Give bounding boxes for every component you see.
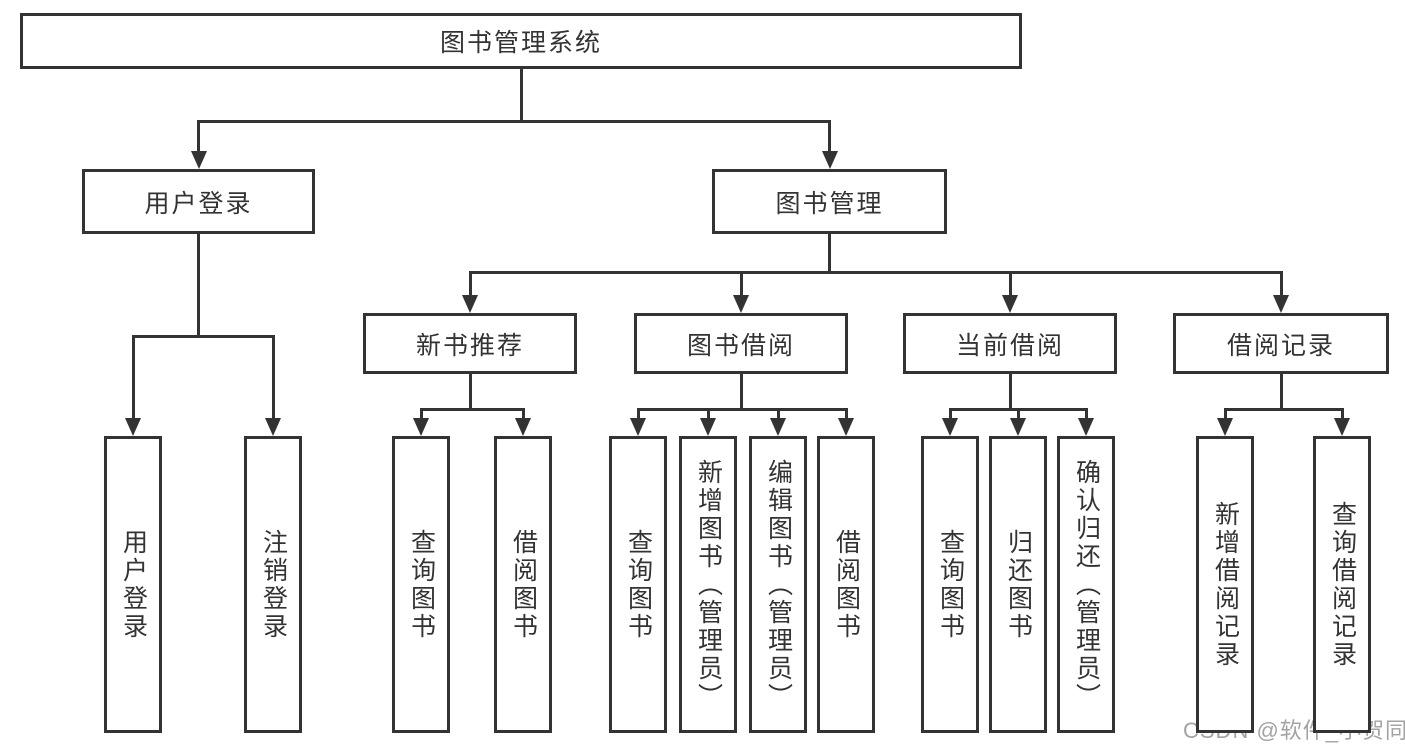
arrowhead-icon (1078, 418, 1094, 436)
arrowhead-icon (1273, 295, 1289, 313)
connector-drop-leaf-bb-borrow (844, 408, 848, 418)
connector-drop-leaf-cb-query (948, 408, 952, 418)
connector-drop-new-books (468, 271, 472, 295)
arrowhead-icon (1217, 418, 1233, 436)
arrowhead-icon (125, 418, 141, 436)
node-leaf-br-query: 查询借阅记录 (1313, 436, 1371, 733)
connector-drop-leaf-cb-return (1016, 408, 1020, 418)
connector-drop-book-borrow (739, 271, 743, 295)
node-book-mgmt: 图书管理 (712, 169, 947, 234)
arrowhead-icon (630, 418, 646, 436)
connector-drop-leaf-br-query (1340, 408, 1344, 418)
node-leaf-nb-borrow: 借阅图书 (494, 436, 552, 733)
connector-drop-current-borrow (1008, 271, 1012, 295)
arrowhead-icon (942, 418, 958, 436)
connector-drop-leaf-bb-edit (776, 408, 780, 418)
connector-stub-book-mgmt (828, 234, 831, 274)
arrowhead-icon (821, 151, 838, 169)
arrowhead-icon (462, 295, 478, 313)
connector-stub-current-borrow (1008, 374, 1012, 411)
node-user-login: 用户登录 (82, 169, 315, 234)
node-leaf-bb-borrow: 借阅图书 (817, 436, 875, 733)
arrowhead-icon (1010, 418, 1026, 436)
arrowhead-icon (770, 418, 786, 436)
arrowhead-icon (265, 418, 281, 436)
connector-drop-leaf-br-add (1223, 408, 1227, 418)
connector-drop-leaf-bb-query (636, 408, 640, 418)
arrowhead-icon (515, 418, 531, 436)
connector-drop-leaf-user-login (131, 335, 135, 418)
connector-bar-borrow-records (1223, 408, 1344, 411)
connector-drop-leaf-cb-confirm (1084, 408, 1088, 418)
arrowhead-icon (1334, 418, 1350, 436)
connector-stub-new-books (468, 374, 472, 411)
connector-bar-book-mgmt (468, 271, 1283, 274)
connector-stub-book-borrow (739, 374, 743, 411)
arrowhead-icon (1002, 295, 1018, 313)
node-borrow-records: 借阅记录 (1173, 313, 1389, 374)
node-leaf-logout: 注销登录 (244, 436, 302, 733)
arrowhead-icon (733, 295, 749, 313)
node-leaf-cb-return: 归还图书 (989, 436, 1047, 733)
connector-bar-new-books (419, 408, 525, 411)
arrowhead-icon (700, 418, 716, 436)
connector-bar-book-borrow (636, 408, 848, 411)
arrowhead-icon (838, 418, 854, 436)
node-book-borrow: 图书借阅 (634, 313, 848, 374)
connector-stub-borrow-records (1279, 374, 1283, 411)
node-leaf-bb-add: 新增图书（管理员） (679, 436, 737, 733)
node-root: 图书管理系统 (20, 13, 1022, 69)
connector-drop-user-login (197, 120, 200, 151)
arrowhead-icon (413, 418, 429, 436)
connector-drop-leaf-logout (271, 335, 275, 418)
node-leaf-nb-query: 查询图书 (392, 436, 450, 733)
connector-bar-root (197, 120, 831, 123)
connector-drop-leaf-nb-query (419, 408, 423, 418)
connector-stub-root (519, 69, 523, 123)
node-current-borrow: 当前借阅 (903, 313, 1117, 374)
connector-drop-leaf-nb-borrow (521, 408, 525, 418)
node-leaf-bb-query: 查询图书 (609, 436, 667, 733)
node-leaf-user-login: 用户登录 (104, 436, 162, 733)
connector-drop-leaf-bb-add (706, 408, 710, 418)
node-new-books: 新书推荐 (363, 313, 577, 374)
connector-stub-user-login (197, 234, 200, 338)
node-leaf-bb-edit: 编辑图书（管理员） (749, 436, 807, 733)
connector-drop-book-mgmt (828, 120, 831, 151)
node-leaf-cb-confirm: 确认归还（管理员） (1057, 436, 1115, 733)
connector-drop-borrow-records (1279, 271, 1283, 295)
node-leaf-cb-query: 查询图书 (921, 436, 979, 733)
arrowhead-icon (190, 151, 207, 169)
node-leaf-br-add: 新增借阅记录 (1196, 436, 1254, 733)
connector-bar-user-login (131, 335, 275, 338)
